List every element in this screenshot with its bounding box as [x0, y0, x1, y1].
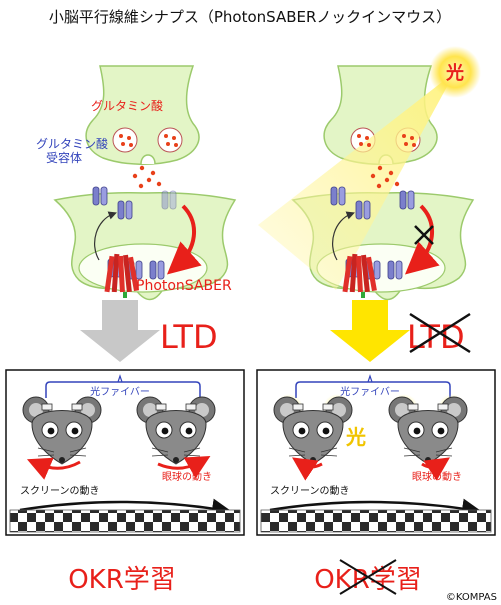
checker-screen-right — [260, 509, 492, 533]
screen-motion-label-left: スクリーンの動き — [20, 484, 100, 497]
screen-motion-label-right: スクリーンの動き — [270, 484, 350, 497]
receptor-label-line1: グルタミン酸 — [36, 136, 108, 151]
mouse-right-2 — [388, 394, 468, 465]
synapse-illuminated: 光 — [258, 46, 481, 301]
okr-cross-icon — [339, 559, 397, 595]
big-arrow-yellow — [330, 300, 410, 362]
synapse-normal — [54, 65, 236, 301]
fiber-label-right: 光ファイバー — [340, 385, 400, 398]
light-label-panel: 光 — [345, 425, 366, 449]
light-beam — [258, 72, 455, 290]
photonsaber-label: PhotonSABER — [136, 278, 232, 294]
big-arrow-gray — [80, 300, 160, 362]
fiber-label-left: 光ファイバー — [90, 385, 150, 398]
mouse-right-1 — [273, 394, 353, 465]
receptor-label-line2: 受容体 — [46, 150, 82, 165]
glutamate-label: グルタミン酸 — [91, 98, 163, 113]
okr-label: OKR学習 — [68, 565, 176, 595]
blocked-cross-icon — [414, 225, 434, 245]
checker-screen-left — [9, 509, 241, 533]
copyright-label: ©KOMPAS — [446, 592, 497, 603]
ltd-label: LTD — [160, 318, 218, 356]
eye-motion-label-left: 眼球の動き — [162, 470, 212, 483]
okr-crossed-label: OKR学習 — [314, 565, 422, 595]
ltd-cross-icon — [409, 312, 471, 354]
light-source-icon — [429, 46, 481, 98]
figure-title: 小脳平行線維シナプス（PhotonSABERノックインマウス） — [49, 8, 451, 26]
light-label: 光 — [445, 62, 464, 84]
eye-motion-label-right: 眼球の動き — [412, 470, 462, 483]
